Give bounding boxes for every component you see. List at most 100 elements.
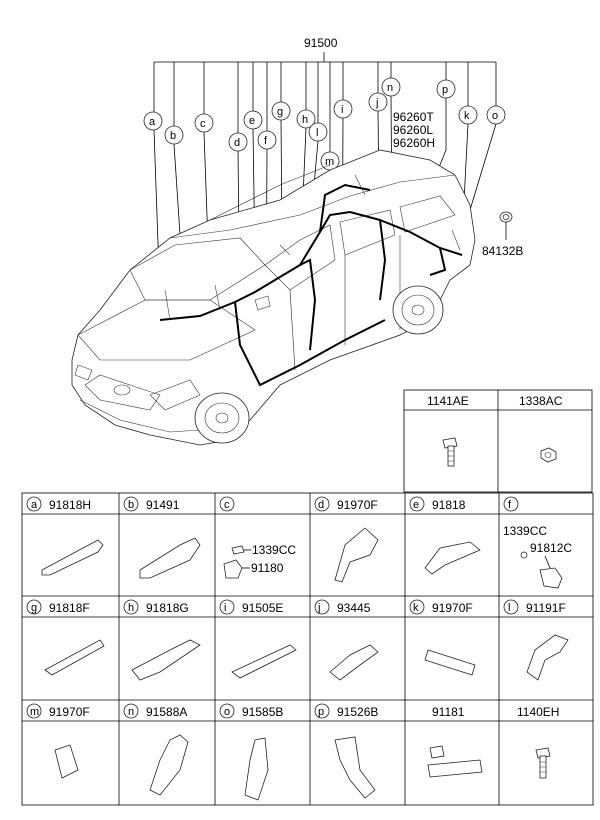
svg-text:g: g <box>277 106 283 118</box>
callout-l: l <box>308 122 328 142</box>
nut-icon <box>540 447 557 463</box>
bolt-icon <box>442 437 458 467</box>
svg-text:1339CC: 1339CC <box>252 543 296 557</box>
cell-d: d 91970F <box>314 496 379 583</box>
svg-text:m: m <box>30 706 39 718</box>
callout-h: h <box>296 109 316 129</box>
svg-text:h: h <box>128 602 134 614</box>
part-84132b: 84132B <box>482 244 523 258</box>
cell-1140eh: 1140EH <box>517 705 559 779</box>
callout-f: f <box>257 130 277 150</box>
cell-c: c 1339CC 91180 <box>219 496 296 579</box>
svg-text:1140EH: 1140EH <box>517 705 559 719</box>
svg-text:91191F: 91191F <box>526 601 566 615</box>
cell-b: b 91491 <box>123 496 201 579</box>
wiring-harness <box>159 174 463 387</box>
svg-text:m: m <box>325 156 334 168</box>
svg-text:91818H: 91818H <box>49 498 91 512</box>
part-96260h: 96260H <box>393 136 435 150</box>
bolt-icon <box>535 747 551 779</box>
cell-j: j 93445 <box>314 599 379 681</box>
svg-text:91970F: 91970F <box>49 705 90 719</box>
svg-text:91970F: 91970F <box>337 498 378 512</box>
svg-text:1339CC: 1339CC <box>503 524 547 538</box>
svg-text:a: a <box>31 499 38 511</box>
cell-e: e 91818 <box>409 496 481 575</box>
cell-p: p 91526B <box>314 703 378 799</box>
cell-a: a 91818H <box>26 496 104 576</box>
svg-text:p: p <box>318 706 324 718</box>
svg-text:d: d <box>234 137 240 149</box>
svg-text:91491: 91491 <box>146 498 180 512</box>
svg-text:91585B: 91585B <box>242 705 283 719</box>
svg-text:i: i <box>341 104 343 116</box>
cell-f: f 1339CC 91812C <box>503 496 572 589</box>
cell-i: i 91505E <box>219 599 297 679</box>
callout-d: d <box>228 132 248 152</box>
part-96260l: 96260L <box>393 123 433 137</box>
callout-a: a <box>143 111 163 131</box>
svg-text:p: p <box>442 84 448 96</box>
callout-c: c <box>194 113 214 133</box>
svg-text:91588A: 91588A <box>146 705 187 719</box>
callout-o: o <box>486 105 506 125</box>
fastener-1338ac-label: 1338AC <box>519 394 563 408</box>
callout-k: k <box>458 105 478 125</box>
svg-text:e: e <box>413 499 419 511</box>
svg-text:91970F: 91970F <box>432 601 473 615</box>
svg-text:l: l <box>508 602 510 614</box>
cell-91181: 91181 <box>427 705 483 778</box>
callout-p: p <box>436 79 456 99</box>
svg-text:o: o <box>224 706 230 718</box>
fastener-1141ae-label: 1141AE <box>427 394 469 408</box>
svg-text:j: j <box>317 602 320 614</box>
svg-text:b: b <box>128 499 134 511</box>
svg-text:93445: 93445 <box>337 601 371 615</box>
svg-text:f: f <box>508 499 512 511</box>
cell-n: n 91588A <box>123 703 189 796</box>
svg-text:n: n <box>128 706 134 718</box>
svg-text:h: h <box>302 114 308 126</box>
svg-text:i: i <box>224 602 226 614</box>
svg-text:f: f <box>264 135 268 147</box>
cell-h: h 91818G <box>123 599 201 681</box>
cell-m: m 91970F <box>26 703 90 779</box>
svg-text:91818: 91818 <box>432 498 466 512</box>
svg-text:91818G: 91818G <box>146 601 189 615</box>
callout-b: b <box>164 125 184 145</box>
svg-text:n: n <box>387 82 393 94</box>
callout-g: g <box>271 101 291 121</box>
cell-g: g 91818F <box>26 599 105 676</box>
callout-e: e <box>243 110 263 130</box>
parts-grid <box>21 492 594 806</box>
callout-j: j <box>368 92 388 112</box>
svg-text:c: c <box>224 499 230 511</box>
callout-n: n <box>381 77 401 97</box>
fastener-table: 1141AE 1338AC <box>403 389 593 493</box>
svg-text:b: b <box>170 130 176 142</box>
svg-text:j: j <box>375 97 378 109</box>
svg-text:d: d <box>318 499 324 511</box>
svg-text:91181: 91181 <box>432 705 465 719</box>
svg-text:91526B: 91526B <box>337 705 378 719</box>
svg-text:91505E: 91505E <box>242 601 283 615</box>
main-part-number: 91500 <box>304 36 338 50</box>
part-96260t: 96260T <box>393 110 434 124</box>
cell-l: l 91191F <box>503 599 569 681</box>
svg-text:l: l <box>316 127 318 139</box>
cell-k: k 91970F <box>409 599 476 676</box>
svg-text:91180: 91180 <box>251 561 284 575</box>
svg-text:g: g <box>31 602 37 614</box>
cell-o: o 91585B <box>219 703 283 801</box>
minivan-illustration <box>71 149 476 446</box>
leader-bracket <box>153 52 497 152</box>
svg-text:91818F: 91818F <box>49 601 90 615</box>
svg-text:a: a <box>149 116 156 128</box>
svg-text:c: c <box>200 118 206 130</box>
svg-text:91812C: 91812C <box>530 541 572 555</box>
svg-text:e: e <box>249 115 255 127</box>
svg-text:k: k <box>464 110 470 122</box>
grommet-icon <box>499 211 513 223</box>
callout-i: i <box>333 99 353 119</box>
